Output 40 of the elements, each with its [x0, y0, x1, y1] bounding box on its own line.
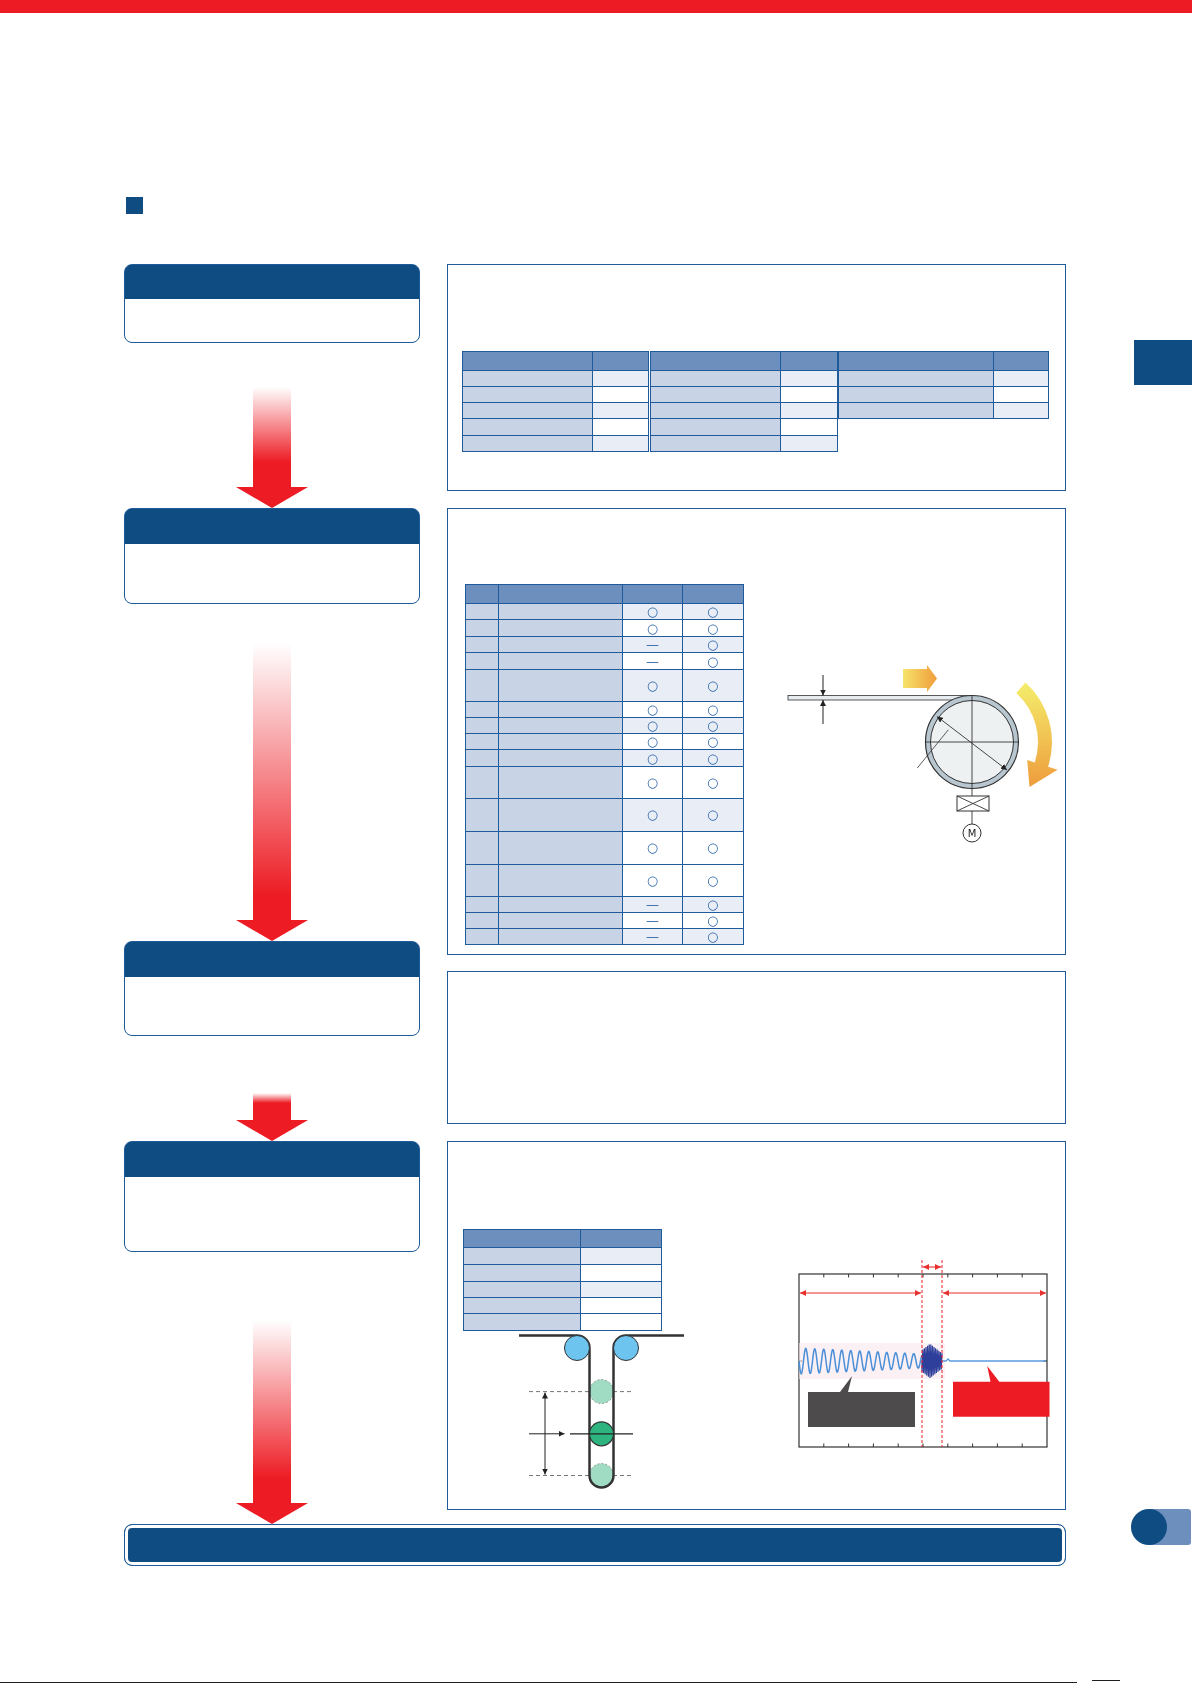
table-mark: ○ — [646, 775, 659, 789]
table-mark: ○ — [707, 621, 719, 635]
step-box — [124, 941, 420, 1036]
table-mark: ○ — [707, 638, 719, 652]
summary-bar — [124, 1524, 1066, 1566]
table-mark: — — [646, 914, 659, 928]
table-mark: ○ — [707, 735, 719, 749]
table-mark: ○ — [646, 678, 659, 692]
table-mark: ○ — [707, 719, 719, 733]
table-mark: ○ — [707, 654, 719, 668]
table-mark: — — [646, 638, 659, 652]
table-mark: ○ — [646, 735, 659, 749]
table-mark: ○ — [707, 775, 719, 789]
table-mark: ○ — [646, 841, 659, 855]
table-mark: ○ — [707, 605, 719, 619]
table-mark: ○ — [707, 703, 719, 717]
table-mark: ○ — [707, 751, 719, 765]
table-mark: ○ — [707, 841, 719, 855]
callout-box — [953, 1366, 1050, 1417]
table-mark: ○ — [646, 719, 659, 733]
table-mark: ○ — [707, 873, 719, 887]
motor-label: M — [967, 827, 977, 839]
table-mark: — — [646, 897, 659, 911]
table-mark: — — [646, 930, 659, 944]
step-box — [124, 508, 420, 604]
table-mark: ○ — [707, 897, 719, 911]
table-mark: ○ — [707, 678, 719, 692]
table-mark: ○ — [646, 751, 659, 765]
callout-box — [808, 1376, 915, 1427]
table-mark: ○ — [646, 621, 659, 635]
table-mark: ○ — [646, 703, 659, 717]
table-mark: ○ — [646, 605, 659, 619]
step-box — [124, 264, 420, 343]
table-mark: ○ — [646, 873, 659, 887]
table-mark: ○ — [707, 808, 719, 822]
table-mark: ○ — [707, 930, 719, 944]
table-mark: ○ — [646, 808, 659, 822]
table-mark: — — [646, 654, 659, 668]
step-box — [124, 1141, 420, 1252]
table-mark: ○ — [707, 914, 719, 928]
